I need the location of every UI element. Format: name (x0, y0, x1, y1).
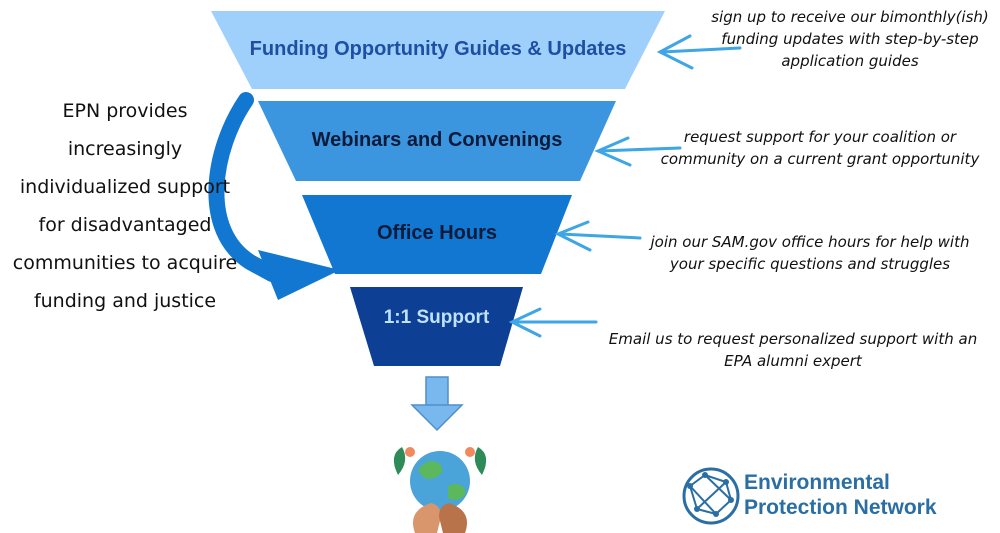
note-1-line-2: funding updates with step-by-step (721, 30, 979, 48)
note-2-line-1: request support for your coalition or (683, 128, 957, 146)
note-1: sign up to receive our bimonthly(ish) fu… (705, 6, 995, 72)
pointer-arrow-2-icon (594, 136, 682, 167)
note-2: request support for your coalition or co… (645, 126, 995, 170)
logo-line-1: Environmental (744, 471, 890, 494)
side-note-line-2: increasingly (67, 138, 183, 160)
side-note-line-1: EPN provides (62, 100, 188, 122)
side-note-line-4: for disadvantaged (38, 214, 212, 236)
logo-wordmark: Environmental Protection Network (744, 470, 994, 520)
pointer-arrow-4-icon (508, 307, 598, 338)
tier-4-label: 1:1 Support (383, 307, 490, 328)
down-arrow-icon (410, 376, 464, 432)
note-1-line-1: sign up to receive our bimonthly(ish) (711, 8, 989, 26)
note-4-line-1: Email us to request personalized support… (608, 330, 978, 348)
funnel-tier-2-shape (258, 101, 616, 181)
tier-1-label: Funding Opportunity Guides & Updates (249, 38, 627, 60)
funnel-tier-4-shape (350, 287, 523, 366)
pointer-arrow-3-icon (554, 220, 642, 252)
funnel-tier-3-shape (302, 195, 572, 274)
note-2-line-2: community on a current grant opportunity (660, 150, 980, 168)
note-4-line-2: EPA alumni expert (724, 352, 862, 370)
side-note: EPN provides increasingly individualized… (0, 92, 250, 320)
logo-line-2: Protection Network (744, 496, 937, 519)
earth-hands-icon (393, 447, 487, 533)
tier-3-label: Office Hours (376, 222, 498, 244)
note-3: join our SAM.gov office hours for help w… (625, 231, 995, 275)
funnel-tier-1-shape (211, 11, 665, 89)
side-note-line-5: communities to acquire (12, 252, 238, 274)
curved-arrow-icon (208, 92, 340, 300)
tier-2-label: Webinars and Convenings (311, 129, 563, 151)
side-note-line-6: funding and justice (33, 290, 217, 312)
note-3-line-1: join our SAM.gov office hours for help w… (650, 233, 970, 251)
note-4: Email us to request personalized support… (588, 328, 998, 372)
side-note-line-3: individualized support (19, 176, 231, 198)
network-globe-icon (682, 467, 740, 525)
note-3-line-2: your specific questions and struggles (669, 255, 951, 273)
pointer-arrow-1-icon (656, 34, 742, 70)
note-1-line-3: application guides (781, 52, 919, 70)
